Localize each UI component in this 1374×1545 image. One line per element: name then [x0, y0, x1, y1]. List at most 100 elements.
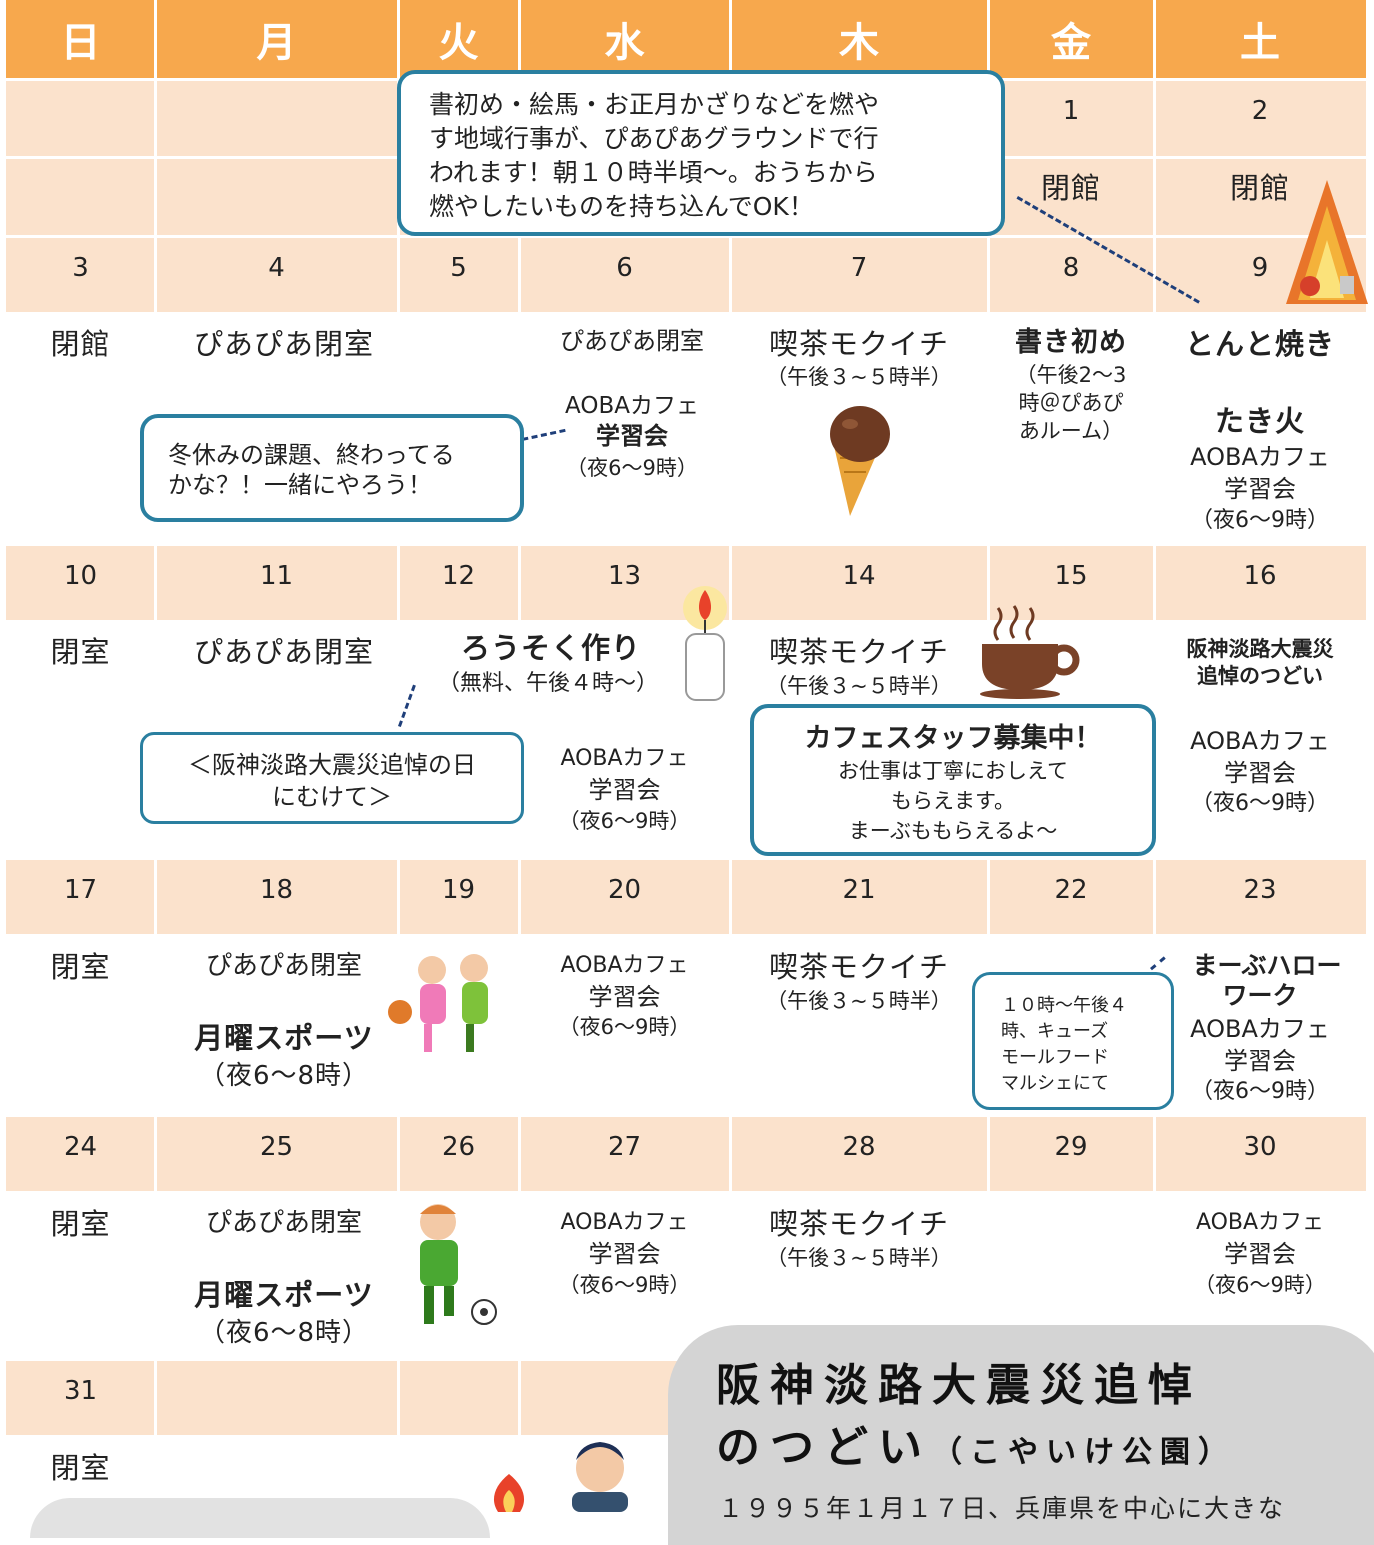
event-study-9: 学習会 [1224, 475, 1296, 503]
event-night-23: （夜6〜9時） [1191, 1079, 1329, 1104]
event-sports-25: 月曜スポーツ [194, 1278, 374, 1312]
staff-bubble: カフェスタッフ募集中！ お仕事は丁寧におしえて もらえます。 まーぶももらえるよ… [750, 704, 1156, 856]
event-marbu-23a: まーぶハロー [1192, 951, 1342, 980]
date-13: 13 [607, 561, 642, 591]
marche-line1: １０時〜午後４ [1001, 995, 1127, 1016]
event-closed-fri1: 閉館 [1040, 171, 1101, 205]
event-aoba-27: AOBAカフェ [560, 1210, 689, 1235]
event-kakizome-8: 書き初め [1015, 327, 1127, 358]
date-19: 19 [441, 875, 476, 905]
weekday-sun: 日 [6, 0, 155, 78]
weekday-fri: 金 [988, 0, 1154, 78]
date-4: 4 [268, 253, 285, 283]
event-aoba-13: AOBAカフェ [560, 746, 689, 771]
date-20: 20 [607, 875, 642, 905]
newyear-line2: す地域行事が、ぴあぴあグラウンドで行 [429, 124, 879, 153]
event-takibi-9: たき火 [1214, 404, 1305, 438]
event-closed-sat2: 閉館 [1229, 171, 1290, 205]
weekday-sat: 土 [1154, 0, 1366, 78]
event-night-16: （夜6〜9時） [1191, 791, 1329, 816]
event-study-20: 学習会 [588, 983, 661, 1011]
date-band-row5 [6, 1116, 1366, 1192]
date-21: 21 [842, 875, 876, 905]
memorial-notice: 阪神淡路大震災追悼 のつどい（こやいけ公園） １９９５年１月１７日、兵庫県を中心… [668, 1325, 1374, 1545]
small-fire-icon [493, 1474, 525, 1512]
candle-icon [683, 586, 727, 701]
event-closed-17: 閉室 [50, 950, 111, 984]
date-22: 22 [1054, 875, 1088, 905]
event-candle-12: ろうそく作り [460, 631, 641, 665]
memorial-notice-title2-row: のつどい（こやいけ公園） [716, 1411, 1236, 1475]
person-icon [572, 1442, 628, 1512]
event-candle-time: （無料、午後４時〜） [437, 671, 658, 696]
date-15: 15 [1054, 561, 1088, 591]
newyear-line3: われます！朝１０時半頃〜。おうちから [429, 158, 878, 187]
event-kissa-time-21: （午後３~５時半） [766, 989, 952, 1013]
date-5: 5 [450, 253, 467, 283]
coffee-cup-icon [980, 605, 1080, 699]
date-25: 25 [259, 1132, 294, 1162]
date-17: 17 [63, 875, 98, 905]
basketball-kids-icon [388, 954, 488, 1052]
staff-line2: もらえます。 [891, 789, 1015, 813]
memorial-notice-title2: のつどい [716, 1422, 932, 1473]
newyear-line4: 燃やしたいものを持ち込んでOK！ [429, 192, 814, 221]
marche-line3: モールフード [1001, 1047, 1109, 1068]
bonfire-icon [1286, 180, 1368, 304]
staff-line3: まーぶももらえるよ〜 [848, 819, 1058, 843]
weekday-tue: 火 [398, 0, 519, 78]
event-kissa-14: 喫茶モクイチ [768, 635, 949, 669]
memorial-notice-title1: 阪神淡路大震災追悼 [716, 1360, 1202, 1411]
soccer-player-icon [420, 1204, 497, 1325]
memorial-notice-body: １９９５年１月１７日、兵庫県を中心に大きな [718, 1494, 1286, 1523]
event-aoba-16: AOBAカフェ [1190, 727, 1330, 755]
event-kissa-21: 喫茶モクイチ [768, 950, 949, 984]
grid-hline [6, 312, 1366, 315]
date-band-row2 [6, 237, 1366, 313]
event-kissa-28: 喫茶モクイチ [768, 1207, 949, 1241]
event-kissa-time-14: （午後３~５時半） [766, 674, 952, 698]
date-7: 7 [850, 253, 868, 283]
event-kakizome-time3: あルーム） [1018, 419, 1124, 443]
event-aoba-23: AOBAカフェ [1190, 1015, 1330, 1043]
event-kakizome-time2: 時＠ぴあぴ [1018, 391, 1124, 415]
date-29: 29 [1054, 1132, 1088, 1162]
memorial-notice-subtitle: （こやいけ公園） [932, 1435, 1236, 1470]
weekday-thu: 木 [730, 0, 988, 78]
event-piapia-4: ぴあぴあ閉室 [193, 327, 374, 361]
newyear-line1: 書初め・絵馬・お正月かざりなどを燃や [429, 90, 880, 119]
grid-hline [6, 857, 1366, 860]
newyear-bubble: 書初め・絵馬・お正月かざりなどを燃や す地域行事が、ぴあぴあグラウンドで行 われ… [397, 70, 1005, 236]
date-30: 30 [1243, 1132, 1277, 1162]
event-sports-time-18: （夜6〜8時） [198, 1061, 370, 1091]
date-1: 1 [1062, 96, 1080, 126]
event-night-30: （夜6〜9時） [1194, 1273, 1326, 1297]
weekday-wed: 水 [519, 0, 730, 78]
grid-vline [729, 0, 732, 1512]
event-marbu-23b: ワーク [1222, 981, 1298, 1010]
event-piapia-11: ぴあぴあ閉室 [193, 635, 374, 669]
memorial-line2: にむけて＞ [272, 783, 392, 811]
event-study-23: 学習会 [1224, 1047, 1296, 1075]
grid-hline [6, 543, 1366, 546]
event-study-27: 学習会 [588, 1240, 661, 1268]
grid-hline [6, 235, 1366, 238]
grid-hline [6, 620, 1366, 623]
event-kakizome-time1: （午後2〜3 [1015, 363, 1127, 387]
event-hanshin-16b: 追悼のつどい [1197, 664, 1323, 688]
weekday-mon: 月 [155, 0, 398, 78]
bottom-notice-tab [30, 1498, 490, 1538]
date-12: 12 [441, 561, 476, 591]
event-night-20: （夜6〜9時） [558, 1015, 691, 1039]
date-3: 3 [72, 253, 89, 283]
date-16: 16 [1243, 561, 1277, 591]
date-18: 18 [259, 875, 294, 905]
event-kissa-7: 喫茶モクイチ [768, 327, 949, 361]
event-closed-24: 閉室 [50, 1207, 111, 1241]
marche-line4: マルシェにて [1001, 1073, 1109, 1094]
event-study-13: 学習会 [588, 776, 661, 804]
event-night-9: （夜6〜9時） [1191, 508, 1329, 533]
ice-cream-icon [830, 406, 890, 516]
event-sports-18: 月曜スポーツ [194, 1021, 374, 1055]
staff-line1: お仕事は丁寧におしえて [838, 759, 1068, 783]
